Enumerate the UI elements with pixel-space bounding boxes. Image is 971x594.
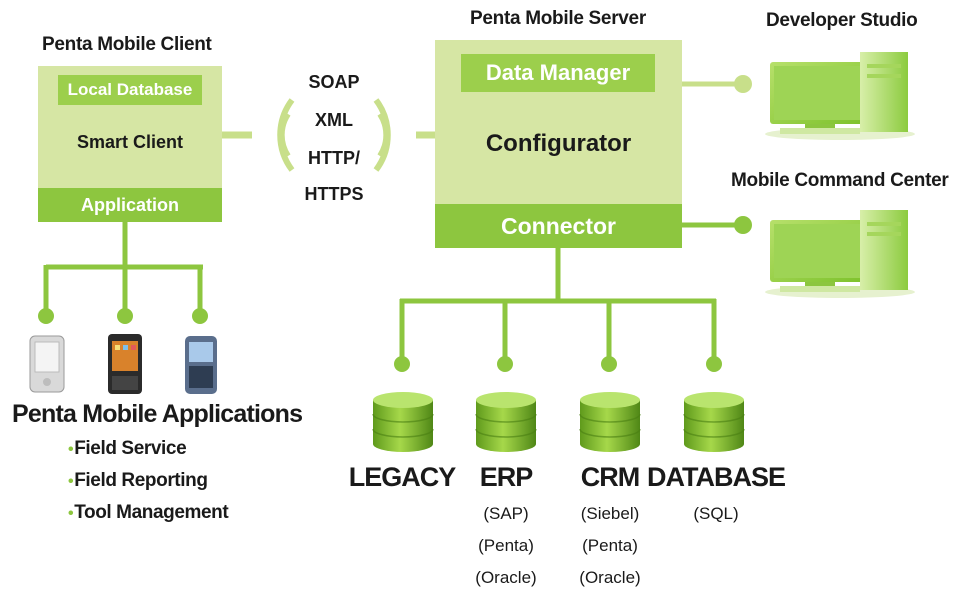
client-title: Penta Mobile Client — [42, 34, 212, 55]
backend-detail: (Oracle) — [579, 568, 641, 587]
backend-node — [706, 356, 722, 372]
backend-detail: (SQL) — [693, 504, 739, 523]
device-node — [117, 308, 133, 324]
backend-node — [497, 356, 513, 372]
mobile-command-center-title: Mobile Command Center — [731, 170, 949, 191]
applications-title: Penta Mobile Applications — [12, 400, 303, 428]
desktop-computer-icon — [765, 210, 915, 298]
server-title: Penta Mobile Server — [470, 8, 646, 29]
protocol-label: XML — [315, 110, 353, 130]
client-device-tree — [43, 222, 203, 314]
bullet-icon: • — [68, 473, 74, 490]
backend-legacy-label: LEGACY — [348, 462, 457, 492]
bullet-icon: • — [68, 441, 74, 458]
protocol-label: SOAP — [308, 72, 360, 92]
database-cylinder-icon — [683, 392, 745, 452]
local-database-label: Local Database — [58, 75, 202, 105]
application-label: Application — [38, 188, 222, 222]
connector-label: Connector — [435, 204, 682, 248]
connector-backend-tree — [399, 248, 717, 360]
wireless-signal-left-icon — [222, 98, 295, 172]
server-console-links — [682, 75, 752, 234]
data-manager-label: Data Manager — [461, 54, 655, 92]
backend-detail: (Penta) — [582, 536, 638, 555]
pda-device-icon — [29, 335, 65, 393]
protocol-label: HTTPS — [304, 184, 364, 204]
blackberry-icon — [185, 336, 217, 394]
database-cylinder-icon — [372, 392, 434, 452]
database-cylinder-icon — [579, 392, 641, 452]
backend-detail: (Penta) — [478, 536, 534, 555]
list-item: •Field Reporting — [68, 470, 208, 491]
backend-node — [394, 356, 410, 372]
configurator-label: Configurator — [485, 130, 632, 157]
backend-detail: (Siebel) — [580, 504, 640, 523]
protocol-label: HTTP/ — [308, 148, 360, 168]
backend-detail: (Oracle) — [475, 568, 537, 587]
developer-studio-title: Developer Studio — [766, 10, 918, 31]
backend-database-label: DATABASE — [647, 462, 786, 492]
client-box: Local Database Smart Client Application — [38, 66, 222, 222]
backend-crm-label: CRM — [580, 462, 641, 492]
device-node — [192, 308, 208, 324]
wireless-signal-right-icon — [373, 98, 436, 172]
server-box: Data Manager Configurator Connector — [435, 40, 682, 248]
bullet-icon: • — [68, 505, 74, 522]
desktop-computer-icon — [765, 52, 915, 140]
list-item: •Tool Management — [68, 502, 229, 523]
device-node — [38, 308, 54, 324]
backend-erp-label: ERP — [479, 462, 534, 492]
backend-node — [601, 356, 617, 372]
smart-client-label: Smart Client — [76, 132, 184, 152]
backend-detail: (SAP) — [483, 504, 529, 523]
list-item: •Field Service — [68, 438, 187, 459]
database-cylinder-icon — [475, 392, 537, 452]
smartphone-icon — [108, 334, 142, 394]
